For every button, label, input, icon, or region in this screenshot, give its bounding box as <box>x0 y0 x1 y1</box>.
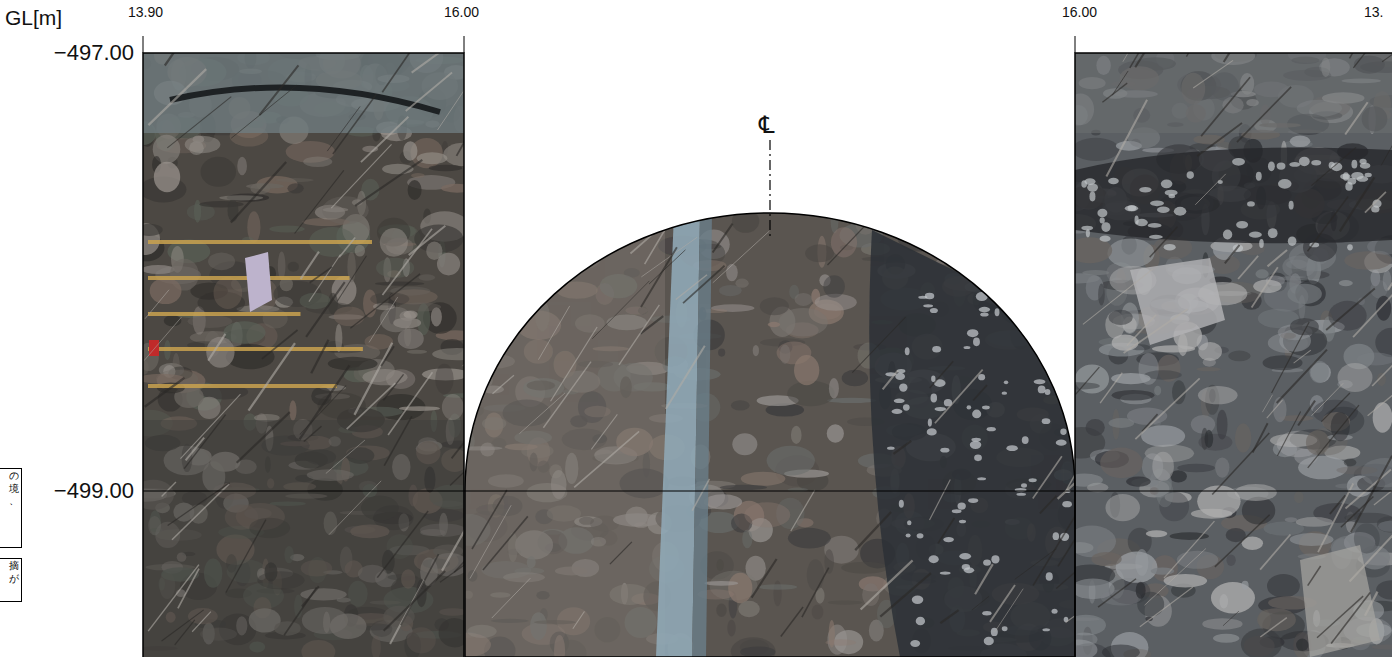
centerline-mark: ℄ <box>759 112 774 138</box>
axis-title: GL[m] <box>5 6 62 29</box>
note-box: 摘 が <box>0 558 22 602</box>
rock-photo <box>1075 53 1392 657</box>
note-text: の境 、 <box>0 469 21 509</box>
axis-value: 16.00 <box>444 5 479 20</box>
axis-value: 13.90 <box>128 5 163 20</box>
note-text: 摘 が <box>0 559 21 586</box>
axis-value: −497.00 <box>54 41 134 65</box>
axis-value: 13. <box>1364 5 1383 20</box>
note-box: の境 、 <box>0 468 22 548</box>
rock-photo <box>443 145 1128 657</box>
rock-photo <box>143 53 464 657</box>
frame-lines <box>143 36 1392 657</box>
axis-value: −499.00 <box>54 479 134 503</box>
axis-value: 16.00 <box>1062 5 1097 20</box>
